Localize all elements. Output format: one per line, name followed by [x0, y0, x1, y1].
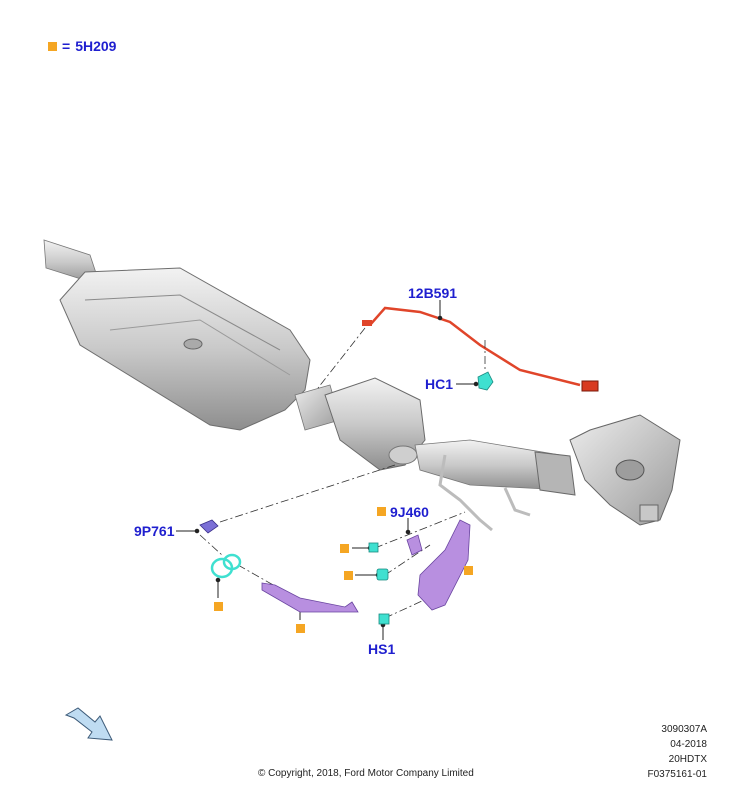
- clip-hc1: [477, 371, 494, 391]
- legend-equals: =: [62, 38, 71, 54]
- legend-marker: [48, 41, 57, 51]
- copyright: © Copyright, 2018, Ford Motor Company Li…: [258, 768, 474, 779]
- muffler: [59, 267, 311, 431]
- callout-sensor: 12B591: [408, 285, 458, 301]
- marker-insulator: [214, 602, 223, 611]
- callout-screw: HS1: [368, 641, 396, 657]
- drawing-info: 3090307A 04-2018 20HDTX F0375161-01: [648, 722, 708, 782]
- callout-bracket: 9J460: [390, 504, 429, 520]
- support-rod: [438, 454, 493, 532]
- drawing-number: 3090307A: [661, 724, 707, 735]
- legend-code: 5H209: [75, 38, 117, 54]
- hanger-bar: [261, 582, 359, 613]
- direction-arrow-icon: [64, 707, 113, 741]
- oxygen-sensor: [362, 306, 599, 392]
- bracket-9j460: [406, 519, 471, 611]
- marker-hanger-bar: [296, 624, 305, 633]
- marker-fastener-2: [344, 571, 353, 580]
- insulator-ring: [210, 553, 242, 579]
- marker-fastener-1: [340, 544, 349, 553]
- legend: = 5H209: [48, 38, 116, 54]
- drawing-ref: F0375161-01: [647, 769, 708, 780]
- drawing-model: 20HDTX: [668, 754, 707, 765]
- catalytic-converter: [324, 377, 426, 471]
- flex-pipe: [414, 439, 576, 496]
- marker-bracket-plate: [464, 566, 473, 575]
- callout-clip: HC1: [425, 376, 454, 392]
- manifold: [569, 414, 681, 526]
- leader-lines: [199, 327, 486, 619]
- drawing-date: 04-2018: [670, 739, 707, 750]
- callout-hanger: 9P761: [134, 523, 175, 539]
- fasteners: [368, 542, 390, 625]
- marker-bracket: [377, 507, 386, 516]
- support-rod-2: [503, 487, 531, 517]
- hanger-9p761: [199, 519, 219, 534]
